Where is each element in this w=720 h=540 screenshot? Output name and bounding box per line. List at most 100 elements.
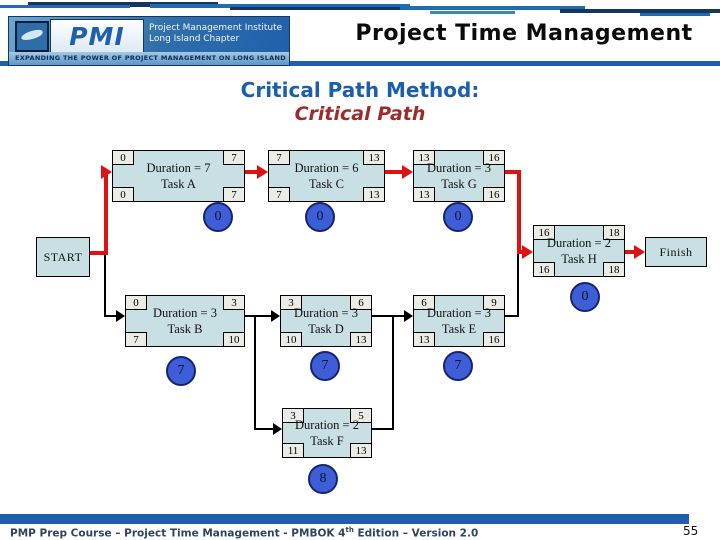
connector-a-c	[245, 170, 259, 174]
task-name: Task C	[309, 177, 344, 191]
late-finish: 13	[350, 332, 372, 347]
arrowhead-into-finish	[634, 245, 645, 259]
arrowhead-into-task-f	[273, 423, 282, 435]
arrowhead-into-task-c	[257, 165, 268, 179]
logo-org-text: Project Management Institute Long Island…	[149, 23, 282, 46]
footer-superscript: th	[345, 526, 354, 534]
connector-start-out	[90, 251, 108, 255]
late-finish: 18	[603, 262, 625, 277]
task-node-e: 6 9 13 16 Duration = 3 Task E	[413, 295, 505, 347]
early-start: 16	[533, 225, 555, 240]
footer-text: PMP Prep Course – Project Time Managemen…	[10, 526, 478, 540]
arrowhead-into-task-d	[271, 310, 280, 322]
finish-node: Finish	[645, 237, 707, 267]
float-circle-task-h: 0	[570, 282, 600, 312]
early-finish: 13	[363, 150, 385, 165]
task-duration: Duration = 2	[295, 417, 359, 432]
early-finish: 6	[350, 295, 372, 310]
connector-b-d	[245, 315, 273, 317]
arrowhead-into-task-b	[116, 310, 125, 322]
float-circle-task-g: 0	[443, 202, 473, 232]
early-finish: 16	[483, 150, 505, 165]
task-node-f: 3 5 11 13 Duration = 2 Task F	[282, 408, 372, 458]
early-start: 3	[280, 295, 302, 310]
early-finish: 9	[483, 295, 505, 310]
task-duration: Duration = 6	[294, 160, 359, 175]
border-dash	[560, 9, 720, 13]
page-number: 55	[683, 524, 699, 538]
border-dash	[150, 4, 410, 8]
float-circle-task-a: 0	[203, 202, 233, 232]
subtitle-line2: Critical Path	[294, 103, 426, 125]
connector-g-down	[517, 170, 521, 254]
pmi-logo: PMI Project Management Institute Long Is…	[8, 16, 290, 66]
long-island-icon	[15, 21, 49, 52]
task-name: Task B	[167, 322, 203, 336]
pmi-wordmark: PMI	[50, 19, 144, 53]
early-finish: 7	[223, 150, 245, 165]
task-name: Task G	[441, 177, 477, 191]
logo-tagline: Expanding the Power of Project Managemen…	[9, 52, 289, 65]
late-finish: 7	[223, 187, 245, 202]
connector-f-out	[372, 428, 394, 430]
connector-g-out	[505, 170, 521, 174]
late-finish: 10	[223, 332, 245, 347]
early-start: 0	[125, 295, 147, 310]
task-duration: Duration = 3	[427, 305, 491, 320]
float-circle-task-f: 8	[308, 464, 338, 494]
task-name: Task H	[561, 252, 597, 266]
late-start: 13	[413, 187, 435, 202]
late-finish: 16	[483, 187, 505, 202]
connector-f-up	[392, 315, 394, 429]
border-dash	[640, 13, 710, 16]
early-start: 13	[413, 150, 435, 165]
task-name: Task A	[161, 177, 196, 191]
connector-d-e	[372, 315, 405, 317]
border-dash	[230, 7, 410, 10]
early-start: 7	[268, 150, 290, 165]
arrowhead-into-task-a	[101, 165, 112, 179]
start-node: START	[36, 237, 90, 277]
arrowhead-into-task-g	[402, 165, 413, 179]
task-node-c: 7 13 7 13 Duration = 6 Task C	[268, 150, 385, 202]
float-circle-task-e: 7	[443, 351, 473, 381]
border-dash	[0, 5, 130, 8]
connector-into-h	[517, 250, 524, 254]
late-finish: 13	[350, 443, 372, 458]
task-name: Task F	[310, 434, 344, 448]
connector-to-b	[104, 315, 118, 317]
float-circle-task-b: 7	[166, 356, 196, 386]
arrowhead-into-task-e	[404, 310, 413, 322]
footer-divider	[0, 514, 689, 524]
connector-h-finish	[625, 250, 636, 254]
slide-title: Project Time Management	[355, 21, 693, 46]
border-dash	[430, 11, 515, 14]
task-node-g: 13 16 13 16 Duration = 3 Task G	[413, 150, 505, 202]
header-divider	[0, 61, 720, 66]
late-start: 13	[413, 332, 435, 347]
float-circle-task-d: 7	[310, 351, 340, 381]
task-node-h: 16 18 16 18 Duration = 2 Task H	[533, 225, 625, 277]
arrowhead-into-task-h	[522, 245, 533, 259]
border-dash	[28, 2, 218, 7]
task-duration: Duration = 7	[146, 160, 211, 175]
task-node-d: 3 6 10 13 Duration = 3 Task D	[280, 295, 372, 347]
late-start: 11	[282, 443, 304, 458]
early-finish: 5	[350, 408, 372, 423]
footer-part2: Edition – Version 2.0	[353, 527, 479, 540]
connector-c-g	[385, 170, 404, 174]
late-start: 16	[533, 262, 555, 277]
connector-b-f-down	[254, 315, 256, 429]
footer-part1: PMP Prep Course – Project Time Managemen…	[10, 527, 346, 540]
late-start: 0	[112, 187, 134, 202]
org-line1: Project Management Institute	[149, 23, 283, 33]
early-start: 6	[413, 295, 435, 310]
late-start: 10	[280, 332, 302, 347]
late-finish: 13	[363, 187, 385, 202]
task-name: Task E	[441, 322, 477, 336]
task-duration: Duration = 3	[153, 305, 217, 320]
late-finish: 16	[483, 332, 505, 347]
late-start: 7	[268, 187, 290, 202]
subtitle-line1: Critical Path Method:	[240, 78, 480, 102]
